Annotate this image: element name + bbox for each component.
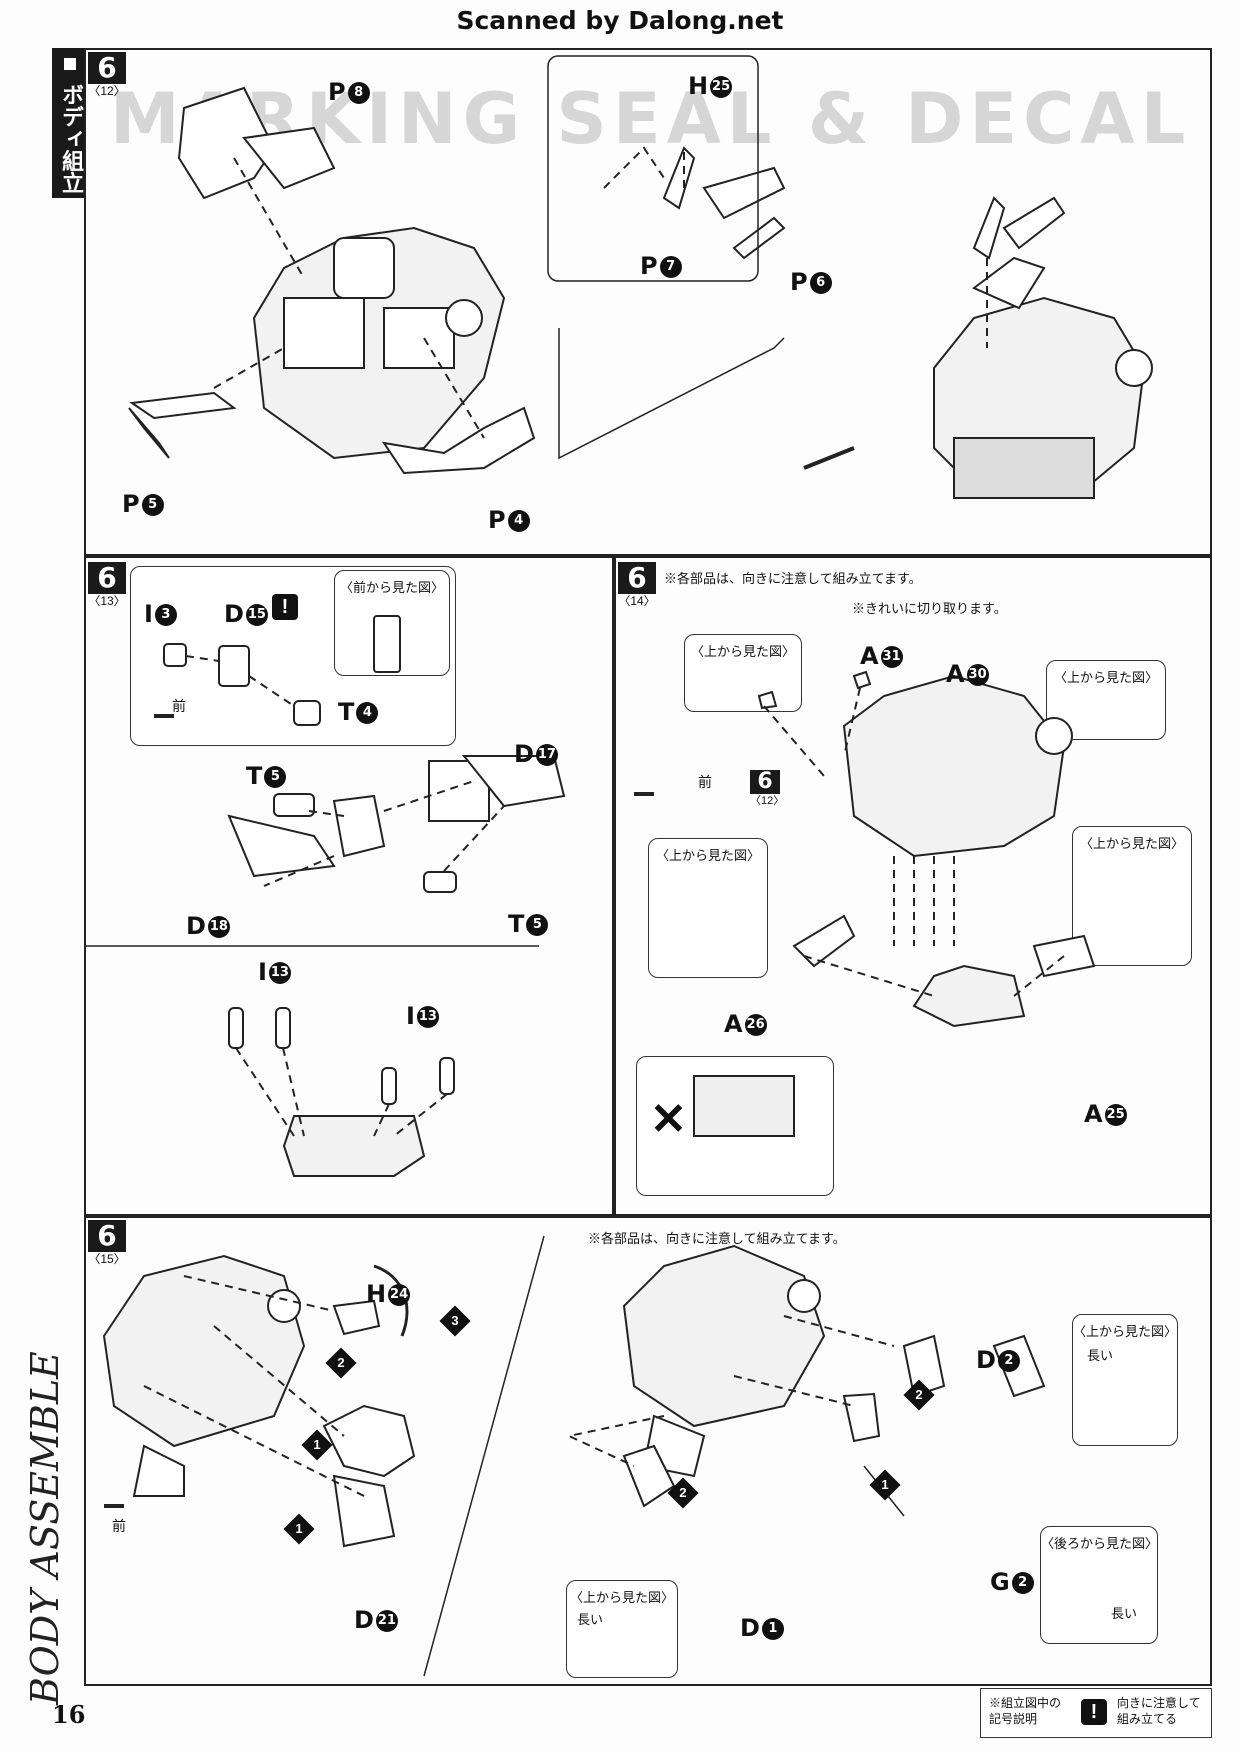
legend-description: 向きに注意して 組み立てる [1117, 1696, 1201, 1726]
wrong-mark: ✕ [650, 1095, 687, 1144]
step-15-illustration [102, 1235, 1046, 1677]
warning-badge: ! [272, 594, 298, 620]
step-number: 6 [88, 52, 126, 84]
front-direction-label: 前 [112, 1518, 126, 1534]
front-direction-label: 前 [698, 774, 712, 790]
section-title-text: ボディ組立 [58, 83, 83, 194]
step-12-reference-badge: 6 〈12〉 [750, 769, 785, 807]
order-mark-2: 2 [325, 1347, 357, 1379]
cut-clean-note: ※きれいに切り取ります。 [852, 601, 1007, 616]
step-13-illustration [84, 615, 566, 1177]
step-subnumber: 〈12〉 [88, 84, 126, 98]
step-14-illustration [634, 670, 1096, 1137]
body-assemble-text: BODY ASSEMBLE [23, 1351, 67, 1706]
step-subnumber: 〈15〉 [88, 1252, 126, 1266]
long-label: 長い [577, 1612, 604, 1627]
step-number: 6 [88, 1220, 126, 1252]
order-mark-1: 1 [301, 1429, 333, 1461]
step-12-illustration [128, 55, 1153, 499]
step-number: 6 [88, 562, 126, 594]
step-number: 6 [618, 562, 656, 594]
order-mark-1: 1 [283, 1513, 315, 1545]
step-13-badge: 6 〈13〉 [88, 562, 126, 610]
long-label: 長い [1087, 1348, 1114, 1363]
orientation-note: ※各部品は、向きに注意して組み立てます。 [664, 571, 922, 586]
step-15-panel [84, 1216, 1212, 1686]
order-mark-2: 2 [903, 1379, 935, 1411]
step-14-panel [614, 556, 1212, 1216]
top-view-callout: 〈上から見た図〉 長い [1072, 1314, 1178, 1446]
legend-title: ※組立図中の 記号説明 [989, 1696, 1062, 1726]
top-view-callout: 〈上から見た図〉 長い [566, 1580, 678, 1678]
orientation-note: ※各部品は、向きに注意して組み立てます。 [588, 1231, 846, 1246]
front-direction-label: 前 [172, 698, 186, 714]
back-view-callout: 〈後ろから見た図〉 長い [1040, 1526, 1158, 1644]
warning-badge: ! [1081, 1699, 1107, 1725]
section-title: ボディ組立 [52, 48, 86, 198]
symbol-legend: ※組立図中の 記号説明 ! 向きに注意して 組み立てる [980, 1688, 1212, 1738]
order-mark-1: 1 [869, 1469, 901, 1501]
page-number: 16 [52, 1700, 86, 1729]
body-assemble-label: BODY ASSEMBLE [23, 1351, 67, 1706]
step-12-badge: 6 〈12〉 [88, 52, 126, 100]
order-mark-2: 2 [667, 1477, 699, 1509]
step-subnumber: 〈13〉 [88, 594, 126, 608]
step-12-panel [84, 48, 1212, 556]
step-15-badge: 6 〈15〉 [88, 1220, 126, 1268]
front-view-caption: 〈前から見た図〉 [339, 580, 444, 595]
top-view-callout: 〈上から見た図〉 [1072, 826, 1192, 966]
step-13-panel [84, 556, 614, 1216]
top-view-callout: 〈上から見た図〉 [648, 838, 768, 978]
long-label: 長い [1111, 1606, 1138, 1621]
order-mark-3: 3 [439, 1305, 471, 1337]
step-subnumber: 〈14〉 [618, 594, 656, 608]
scan-credit: Scanned by Dalong.net [456, 6, 784, 35]
section-marker-icon [64, 58, 76, 71]
top-view-callout: 〈上から見た図〉 [684, 634, 802, 712]
step-14-badge: 6 〈14〉 [618, 562, 656, 610]
